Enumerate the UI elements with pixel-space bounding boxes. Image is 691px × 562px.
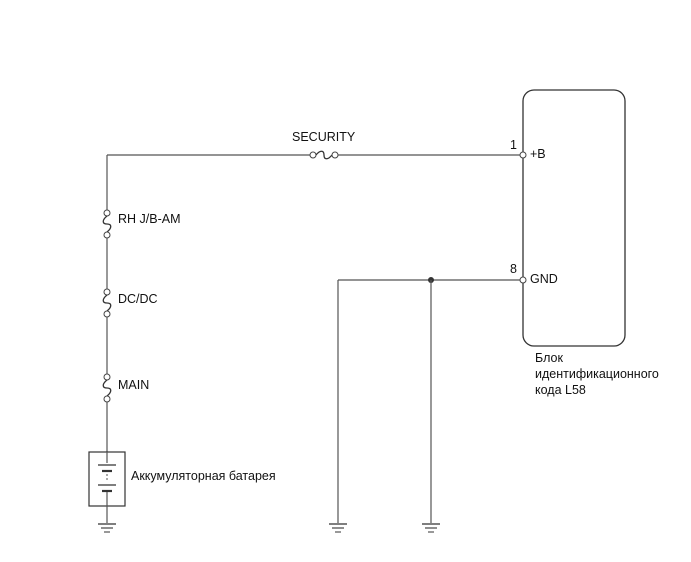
- ecu-pin-1-number: 1: [510, 138, 517, 152]
- ecu-pin-8-number: 8: [510, 262, 517, 276]
- ground-icon-battery: [98, 523, 116, 533]
- ecu-pin-8-name: GND: [530, 272, 558, 286]
- fuse-main: [102, 373, 112, 403]
- ground-icon-1: [329, 523, 347, 533]
- ecu-pin-1-terminal: [519, 151, 527, 159]
- fuse-security-label: SECURITY: [292, 130, 356, 144]
- ground-icon-2: [422, 523, 440, 533]
- fuse-dc-dc: [102, 288, 112, 318]
- ecu-pin-8-terminal: [519, 276, 527, 284]
- battery-icon: [88, 451, 126, 507]
- ecu-name-line2: идентификационного: [535, 367, 659, 381]
- ecu-box: [522, 89, 626, 347]
- fuse-security: [309, 150, 339, 160]
- battery-label: Аккумуляторная батарея: [131, 469, 276, 483]
- ecu-name-line3: кода L58: [535, 383, 586, 397]
- fuse-dc-dc-label: DC/DC: [118, 292, 158, 306]
- fuse-rh-jb-am-label: RH J/B-AM: [118, 212, 181, 226]
- fuse-main-label: MAIN: [118, 378, 149, 392]
- fuse-rh-jb-am: [102, 209, 112, 239]
- ecu-pin-1-name: +B: [530, 147, 546, 161]
- ecu-name-line1: Блок: [535, 351, 563, 365]
